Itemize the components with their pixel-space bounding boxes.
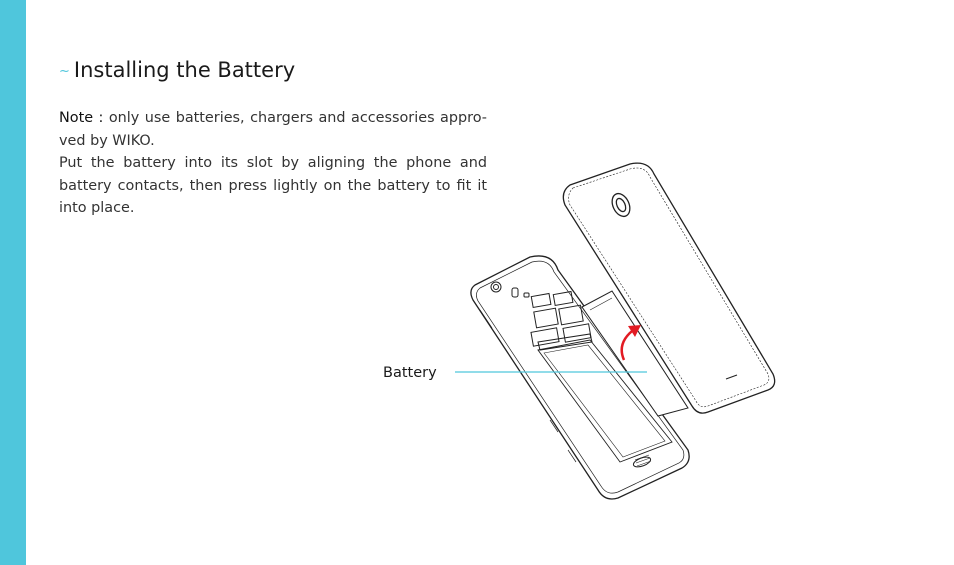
side-accent-bar xyxy=(0,0,26,565)
rotate-arrow-icon xyxy=(620,325,641,361)
instructions-block: Note : only use batteries, chargers and … xyxy=(59,107,487,220)
phone-body-icon xyxy=(470,255,690,500)
back-cover-icon xyxy=(562,162,776,414)
instruction-paragraph: Put the battery into its slot by alignin… xyxy=(59,155,487,216)
note-paragraph: Note : only use batteries, chargers and … xyxy=(59,107,487,152)
battery-callout-label: Battery xyxy=(383,365,437,381)
battery-icon xyxy=(581,290,689,417)
title-text: Installing the Battery xyxy=(73,58,296,82)
note-label: Note : xyxy=(59,110,104,126)
phone-battery-illustration xyxy=(455,162,776,500)
page-title: ~Installing the Battery xyxy=(59,56,295,86)
title-tilde: ~ xyxy=(59,64,70,79)
note-text: only use batteries, chargers and accesso… xyxy=(59,110,487,149)
